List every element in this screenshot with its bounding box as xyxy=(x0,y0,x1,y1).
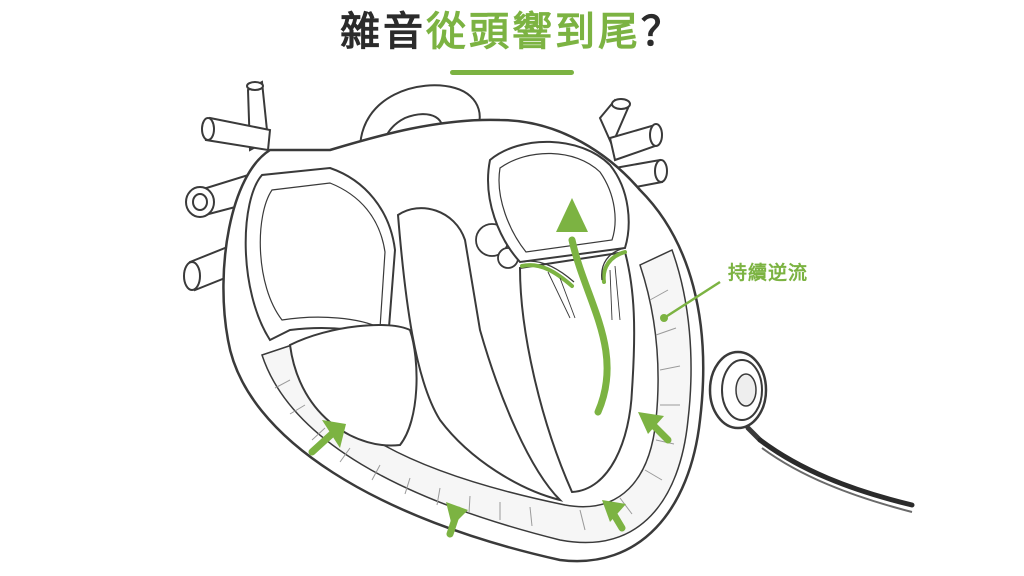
regurgitation-arrow-head xyxy=(556,198,588,232)
title-part-1: 雜音 xyxy=(340,9,426,55)
right-ventricle xyxy=(288,324,418,447)
regurgitation-arrow xyxy=(568,236,611,416)
annotation-leader xyxy=(663,280,721,320)
title-part-2: 從頭響到尾 xyxy=(426,9,641,55)
stethoscope-icon xyxy=(708,350,915,513)
title-part-3: ？ xyxy=(641,9,684,55)
regurgitation-label: 持續逆流 xyxy=(728,262,809,284)
left-atrium xyxy=(487,140,630,264)
left-ventricle xyxy=(518,250,636,494)
title-underline xyxy=(450,70,574,75)
contraction-arrows xyxy=(308,412,672,538)
myocardium-band xyxy=(261,248,692,544)
mitral-valve xyxy=(520,250,627,288)
page-title: 雜音從頭響到尾？ xyxy=(0,4,1024,60)
septum xyxy=(396,207,564,502)
chordae xyxy=(547,265,621,321)
wall-hatching xyxy=(274,289,681,531)
